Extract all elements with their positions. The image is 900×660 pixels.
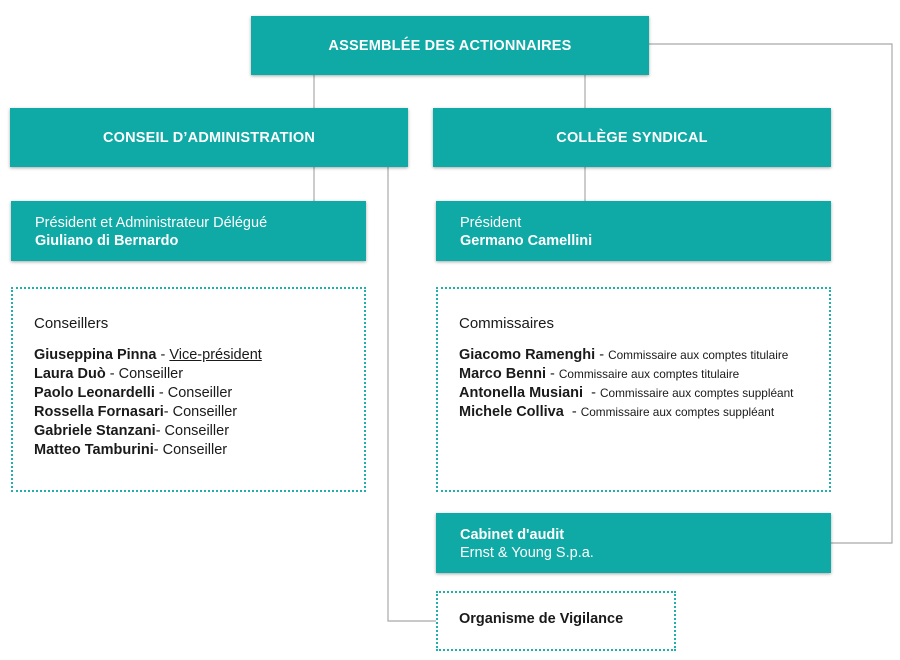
commissioner-name: Michele Colliva	[459, 404, 564, 420]
councillor-row: Giuseppina Pinna - Vice-président	[34, 346, 364, 365]
councillor-separator: -	[154, 385, 168, 401]
commissioner-row: Marco Benni - Commissaire aux comptes ti…	[459, 365, 829, 384]
vigilance-label: Organisme de Vigilance	[459, 611, 624, 627]
councillor-separator: -	[105, 366, 119, 382]
councillor-separator: -	[155, 423, 165, 439]
councillor-role: Conseiller	[162, 442, 228, 458]
commissioner-name: Antonella Musiani	[459, 385, 584, 401]
councillor-separator: -	[156, 347, 170, 363]
president-role: Président et Administrateur Délégué	[35, 215, 268, 231]
vigilance-box: Organisme de Vigilance	[436, 591, 676, 651]
councillor-role: Conseiller	[118, 366, 184, 382]
auditors-president-box: Président Germano Camellini	[436, 201, 831, 261]
audit-firm-title: Cabinet d'audit	[460, 527, 565, 543]
councillor-role: Conseiller	[164, 423, 230, 439]
president-name: Giuliano di Bernardo	[35, 233, 179, 249]
councillor-separator: -	[163, 404, 173, 420]
councillor-row: Gabriele Stanzani- Conseiller	[34, 422, 364, 441]
auditors-board-box: COLLÈGE SYNDICAL	[433, 108, 831, 167]
commissioner-role: Commissaire aux comptes suppléant	[600, 386, 794, 400]
president-box: Président et Administrateur Délégué Giul…	[11, 201, 366, 261]
councillor-row: Rossella Fornasari- Conseiller	[34, 403, 364, 422]
councillor-name: Giuseppina Pinna	[34, 347, 157, 363]
commissioner-separator: -	[583, 385, 600, 401]
commissioner-name: Marco Benni	[459, 366, 547, 382]
councillors-title: Conseillers	[34, 315, 109, 332]
assembly-box: ASSEMBLÉE DES ACTIONNAIRES	[251, 16, 649, 75]
auditors-president-name: Germano Camellini	[460, 233, 593, 249]
board-label: CONSEIL D’ADMINISTRATION	[102, 129, 316, 146]
councillors-box: Conseillers Giuseppina Pinna - Vice-prés…	[11, 287, 366, 492]
audit-firm-box: Cabinet d'audit Ernst & Young S.p.a.	[436, 513, 831, 573]
commissioners-list: Giacomo Ramenghi - Commissaire aux compt…	[459, 346, 829, 422]
board-box: CONSEIL D’ADMINISTRATION	[10, 108, 408, 167]
commissioner-row: Giacomo Ramenghi - Commissaire aux compt…	[459, 346, 829, 365]
commissioner-role: Commissaire aux comptes suppléant	[580, 405, 775, 419]
commissioners-box: Commissaires Giacomo Ramenghi - Commissa…	[436, 287, 831, 492]
assembly-label: ASSEMBLÉE DES ACTIONNAIRES	[328, 37, 572, 54]
councillor-row: Paolo Leonardelli - Conseiller	[34, 384, 364, 403]
commissioner-role: Commissaire aux comptes titulaire	[558, 367, 740, 381]
councillor-role: Conseiller	[167, 385, 233, 401]
councillor-name: Laura Duò	[34, 366, 106, 382]
councillor-role: Conseiller	[172, 404, 238, 420]
councillor-separator: -	[153, 442, 163, 458]
councillor-name: Gabriele Stanzani	[34, 423, 156, 439]
auditors-board-label: COLLÈGE SYNDICAL	[556, 129, 708, 146]
connector-board-vigilance	[387, 167, 436, 622]
audit-firm-name: Ernst & Young S.p.a.	[460, 545, 594, 561]
commissioners-title: Commissaires	[459, 315, 555, 332]
commissioner-name: Giacomo Ramenghi	[459, 347, 596, 363]
commissioner-row: Michele Colliva - Commissaire aux compte…	[459, 403, 829, 422]
councillor-row: Matteo Tamburini- Conseiller	[34, 441, 364, 460]
connector-assembly-audit	[649, 43, 893, 544]
councillor-role: Vice-président	[169, 347, 262, 363]
commissioner-separator: -	[546, 366, 559, 382]
councillor-name: Matteo Tamburini	[34, 442, 154, 458]
commissioner-separator: -	[595, 347, 609, 363]
councillor-name: Paolo Leonardelli	[34, 385, 155, 401]
auditors-president-role: Président	[460, 215, 522, 231]
councillor-row: Laura Duò - Conseiller	[34, 365, 364, 384]
councillor-name: Rossella Fornasari	[34, 404, 164, 420]
commissioner-role: Commissaire aux comptes titulaire	[608, 348, 789, 362]
commissioner-separator: -	[563, 404, 581, 420]
commissioner-row: Antonella Musiani - Commissaire aux comp…	[459, 384, 829, 403]
